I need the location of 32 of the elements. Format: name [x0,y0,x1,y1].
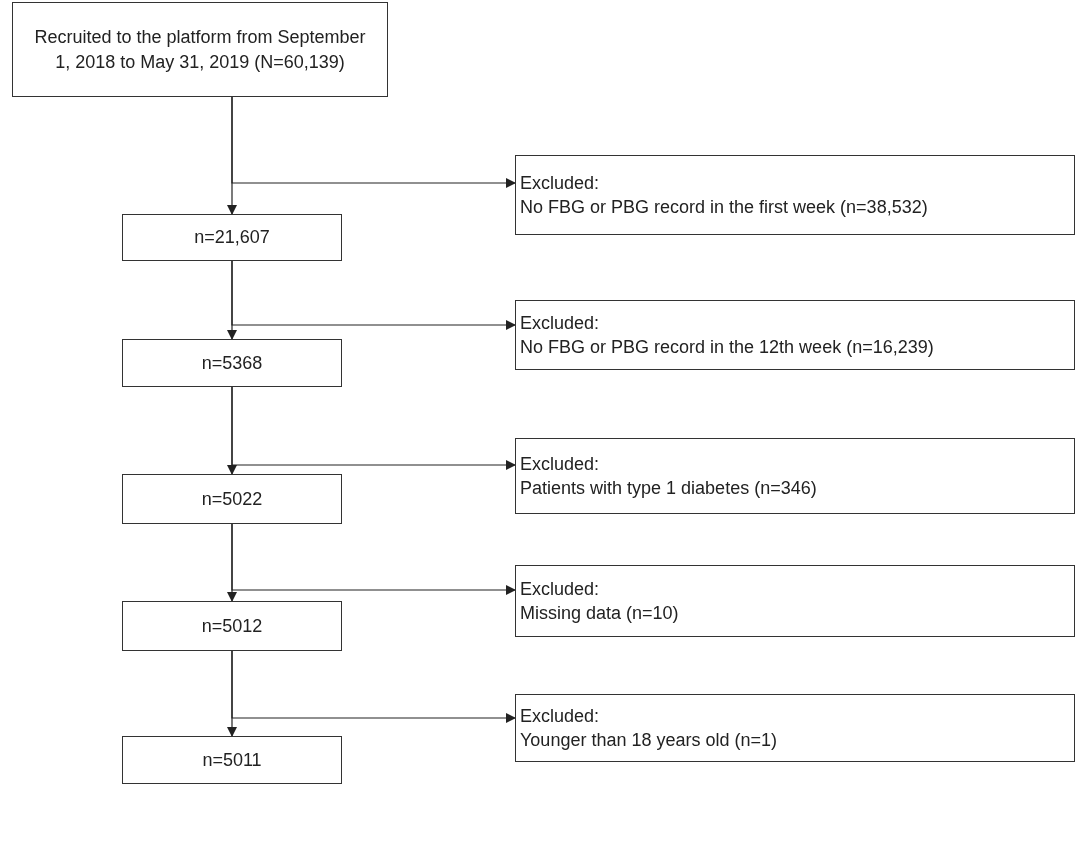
exclusion-box [515,155,1075,235]
exclusion-box [515,300,1075,370]
process-box [122,339,342,387]
exclusion-heading: Excluded: [520,577,600,601]
process-box [122,214,342,261]
arrow [231,386,516,470]
box-text: n=5368 [201,351,263,375]
exclusion-reason: No FBG or PBG record in the first week (n=38,532) [520,196,928,219]
process-box [122,736,342,784]
arrow [231,650,516,723]
exclusion-heading: Excluded: [520,452,600,476]
exclusion-heading: Excluded: [520,171,600,195]
arrow [231,523,516,595]
exclusion-heading: Excluded: [520,704,600,728]
box-text: n=5012 [201,614,263,638]
exclusion-box [515,438,1075,514]
exclusion-box [515,694,1075,762]
arrow [231,260,516,330]
box-text: n=5022 [201,487,263,511]
process-box [122,474,342,524]
exclusion-reason: Patients with type 1 diabetes (n=346) [520,477,817,500]
exclusion-box [515,565,1075,637]
box-text: Recruited to the platform from September 1, 2018 to May 31, 2019 (N=60,139) [33,26,367,74]
exclusion-heading: Excluded: [520,311,600,335]
box-text: n=5011 [202,748,262,772]
arrow [231,96,516,188]
process-box [12,2,388,97]
box-text: n=21,607 [194,226,270,250]
process-box [122,601,342,651]
exclusion-reason: Missing data (n=10) [520,602,679,625]
exclusion-reason: No FBG or PBG record in the 12th week (n=16,239) [520,336,934,359]
exclusion-reason: Younger than 18 years old (n=1) [520,729,778,752]
